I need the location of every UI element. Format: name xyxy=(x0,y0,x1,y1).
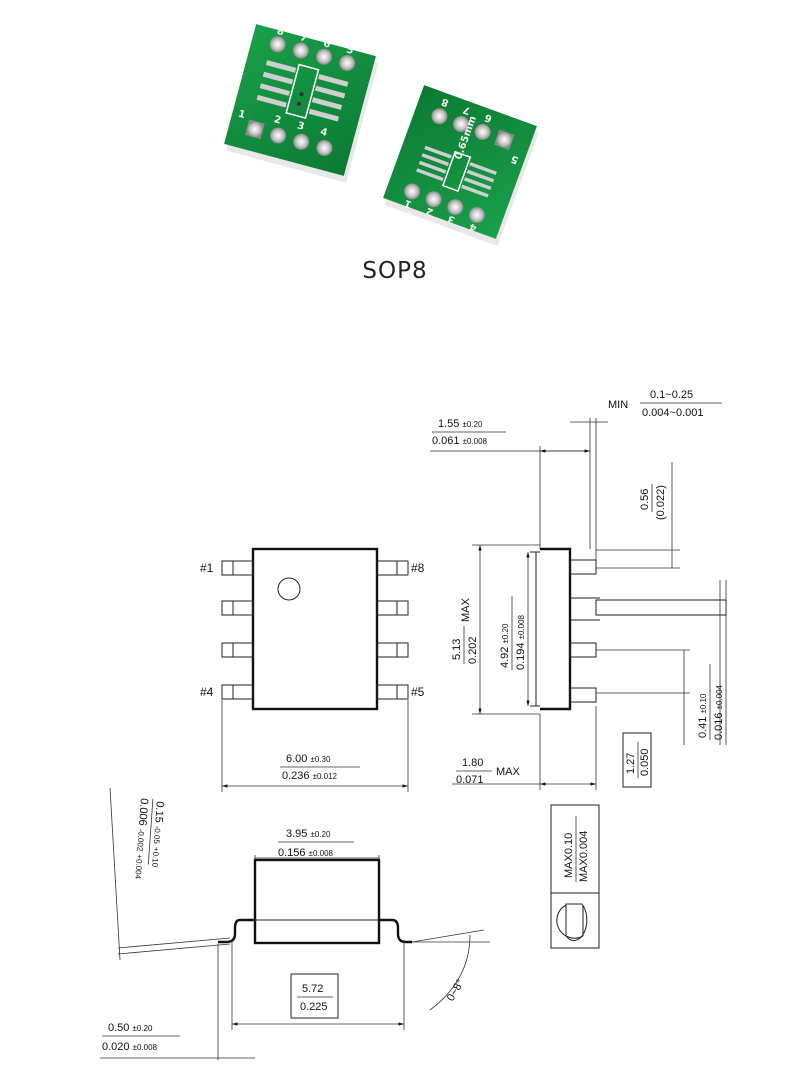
svg-text:1.55 ±0.20: 1.55 ±0.20 xyxy=(438,418,483,430)
pcb-a-pin-label: 4 xyxy=(319,127,329,139)
pcb-b-pin-label: 6 xyxy=(483,111,493,124)
pcb-b-pin-label: 7 xyxy=(462,103,472,116)
smd-pads-fine-pitch xyxy=(416,145,497,198)
svg-text:1.27: 1.27 xyxy=(625,753,637,774)
dim-frame-thickness: 0.15 -0.05 +0.10 0.006 -0.002 +0.004 xyxy=(132,798,166,880)
svg-text:0.225: 0.225 xyxy=(300,1001,328,1013)
svg-text:0.236 ±0.012: 0.236 ±0.012 xyxy=(282,770,338,782)
svg-text:MAX0.10: MAX0.10 xyxy=(563,833,575,878)
pcb-a-pin-label: 5 xyxy=(345,45,355,57)
svg-text:0.202: 0.202 xyxy=(467,636,479,664)
dim-pitch: 1.27 0.050 xyxy=(622,732,652,788)
dim-5-72: 5.72 0.225 xyxy=(290,973,339,1019)
svg-text:0.061 ±0.008: 0.061 ±0.008 xyxy=(432,435,488,447)
smd-pads-left xyxy=(256,60,297,108)
svg-text:6.00 ±0.30: 6.00 ±0.30 xyxy=(286,753,331,765)
pin-label-1: #1 xyxy=(200,561,214,575)
pcb-b-pin-label: 5 xyxy=(510,153,520,166)
pcb-board-b: 4 3 2 1 5 6 7 8 0.65mm xyxy=(383,85,539,246)
dim-body-length: 5.13 0.202 MAX xyxy=(451,598,479,664)
svg-text:0.004~0.001: 0.004~0.001 xyxy=(642,407,703,419)
svg-text:(0.022): (0.022) xyxy=(655,485,667,520)
pcb-a-pin-label: 7 xyxy=(299,32,309,44)
svg-text:1.80: 1.80 xyxy=(462,757,483,769)
svg-text:0.41 ±0.10: 0.41 ±0.10 xyxy=(697,693,709,738)
right-leads xyxy=(376,560,409,700)
dim-foot-length: 0.50 ±0.20 0.020 ±0.008 xyxy=(102,1022,180,1053)
pcb-a-pin-label: 2 xyxy=(273,114,283,126)
ic-body xyxy=(251,547,379,711)
dim-3-95: 3.95 ±0.20 0.156 ±0.008 xyxy=(278,828,354,859)
lead-left-profile xyxy=(218,918,255,944)
top-view: #1 #8 #4 #5 6.00 ±0.30 0.236 ±0.012 xyxy=(200,547,425,792)
dim-lead-thickness: 0.41 ±0.10 0.016 ±0.004 xyxy=(697,664,725,740)
svg-text:MAX: MAX xyxy=(496,766,521,778)
pcb-a-pin-label: 6 xyxy=(322,38,332,50)
pcb-board-a: 8 7 6 5 1 2 3 4 xyxy=(224,24,379,183)
svg-text:0.016 ±0.004: 0.016 ±0.004 xyxy=(713,684,725,740)
lead-right-profile xyxy=(379,918,412,944)
svg-text:4.92 ±0.20: 4.92 ±0.20 xyxy=(499,623,511,668)
svg-text:MIN: MIN xyxy=(608,399,628,411)
flatness-symbol xyxy=(565,903,588,941)
svg-text:5.13: 5.13 xyxy=(451,639,463,660)
ic-body-end xyxy=(253,858,381,945)
dim-body-width: 6.00 ±0.30 0.236 ±0.012 xyxy=(280,753,360,782)
svg-text:0.1~0.25: 0.1~0.25 xyxy=(650,389,693,401)
through-holes-bottom xyxy=(245,119,333,156)
product-photo: 8 7 6 5 1 2 3 4 4 3 2 1 xyxy=(224,24,539,246)
dim-height: 1.80 0.071 MAX xyxy=(456,757,521,786)
pcb-b-pin-label: 3 xyxy=(446,213,456,226)
dim-lead-width: 0.56 (0.022) xyxy=(639,484,667,520)
dim-lead-span: 4.92 ±0.20 0.194 ±0.008 xyxy=(499,596,527,670)
pcb-b-pin-label: 2 xyxy=(425,205,435,218)
dimension-drawing: #1 #8 #4 #5 6.00 ±0.30 0.236 ±0.012 xyxy=(100,389,727,1060)
svg-text:5.72: 5.72 xyxy=(302,983,323,995)
pcb-a-pin-label: 8 xyxy=(276,26,286,38)
left-leads xyxy=(221,560,254,700)
dim-angle: 0~8° xyxy=(445,977,467,1003)
svg-text:0.020 ±0.008: 0.020 ±0.008 xyxy=(102,1041,158,1053)
side-leads xyxy=(569,559,600,703)
dim-standoff: MIN 0.1~0.25 0.004~0.001 xyxy=(608,389,722,419)
svg-text:3.95 ±0.20: 3.95 ±0.20 xyxy=(286,828,331,840)
svg-text:0.56: 0.56 xyxy=(639,489,651,510)
through-holes-top xyxy=(269,36,356,71)
pin-label-8: #8 xyxy=(411,561,425,575)
svg-text:0.194 ±0.008: 0.194 ±0.008 xyxy=(515,614,527,670)
pcb-b-pin-label: 1 xyxy=(403,197,413,210)
pcb-a-pin-label: 3 xyxy=(296,120,306,132)
package-title: SOP8 xyxy=(362,258,428,284)
pin-label-5: #5 xyxy=(411,685,425,699)
svg-text:0.15 -0.05 +0.10: 0.15 -0.05 +0.10 xyxy=(149,801,166,868)
pcb-b-pin-label: 4 xyxy=(468,221,478,234)
svg-text:0.050: 0.050 xyxy=(639,748,651,776)
front-view: 3.95 ±0.20 0.156 ±0.008 5.72 0.225 0.50 … xyxy=(100,787,490,1060)
coplanarity-box: MAX0.10 MAX0.004 xyxy=(550,804,600,949)
svg-text:0.50 ±0.20: 0.50 ±0.20 xyxy=(108,1022,153,1034)
svg-text:MAX: MAX xyxy=(460,598,472,623)
pcb-a-pin-label: 1 xyxy=(237,109,247,121)
dim-lead-length: 1.55 ±0.20 0.061 ±0.008 xyxy=(432,418,506,447)
pcb-b-pin-label: 8 xyxy=(440,95,450,108)
svg-text:0.006 -0.002 +0.004: 0.006 -0.002 +0.004 xyxy=(132,798,150,880)
smd-pads-right xyxy=(308,74,349,122)
svg-text:MAX0.004: MAX0.004 xyxy=(578,831,590,882)
pin1-dot xyxy=(277,577,301,601)
svg-text:0.071: 0.071 xyxy=(456,774,484,786)
side-view: 5.13 0.202 MAX 4.92 ±0.20 0.194 ±0.008 1… xyxy=(430,389,727,949)
pin-label-4: #4 xyxy=(200,685,214,699)
svg-text:0.156 ±0.008: 0.156 ±0.008 xyxy=(278,847,334,859)
